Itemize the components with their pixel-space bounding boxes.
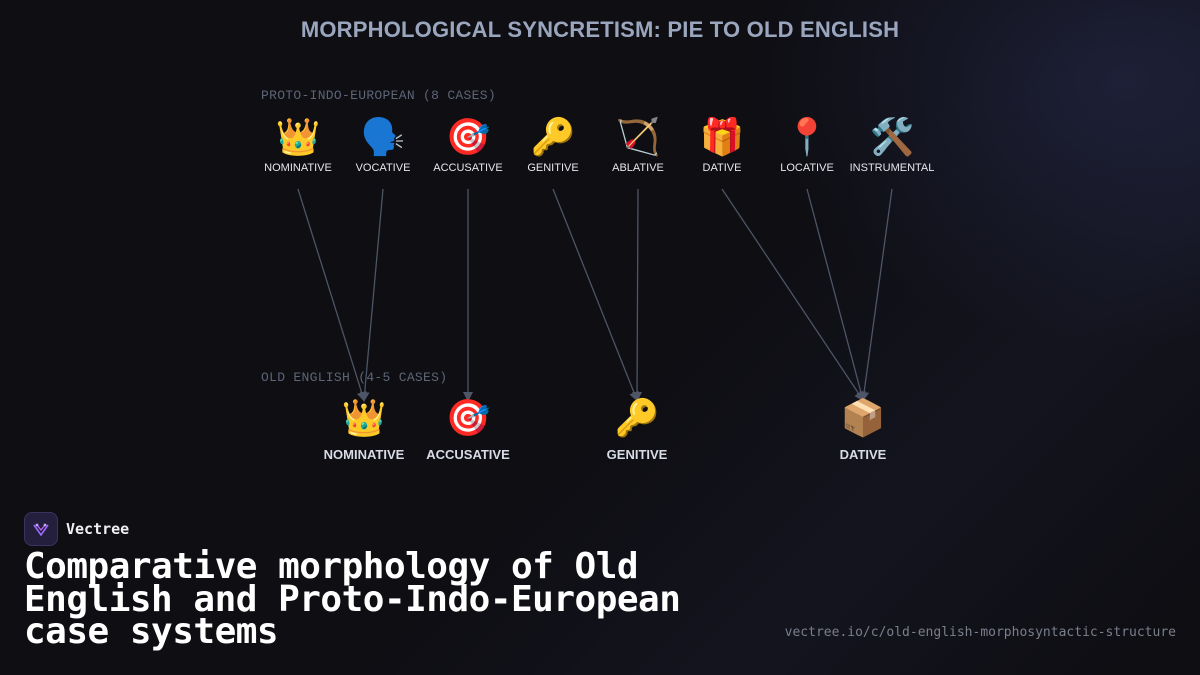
key-icon: 🔑 [530,117,576,158]
link-nominative-to-nominative [297,188,367,402]
brand-name: Vectree [66,520,130,538]
pie-label-locative: LOCATIVE [780,162,834,174]
crown-icon: 👑 [341,398,387,439]
pie-label-nominative: NOMINATIVE [264,162,332,174]
page-headline: Comparative morphology of Old English an… [24,546,681,652]
bow-and-arrow-icon: 🏹 [615,117,661,158]
oe-node-nominative: 👑 NOMINATIVE [304,397,424,462]
link-vocative-to-nominative [359,188,384,402]
brand: Vectree [24,512,129,546]
oe-label-nominative: NOMINATIVE [323,447,405,462]
oe-node-genitive: 🔑 GENITIVE [577,397,697,462]
pie-label-vocative: VOCATIVE [355,162,411,174]
pie-label-instrumental: INSTRUMENTAL [849,162,935,174]
pie-node-nominative: 👑 NOMINATIVE [238,116,358,174]
link-locative-to-dative [806,188,866,402]
link-dative-to-dative [721,188,865,402]
package-icon: 📦 [840,398,886,439]
source-url[interactable]: vectree.io/c/old-english-morphosyntactic… [784,625,1176,640]
pie-label-genitive: GENITIVE [527,162,579,174]
target-icon: 🎯 [445,117,491,158]
pie-node-ablative: 🏹 ABLATIVE [578,116,698,174]
pie-label-dative: DATIVE [702,162,742,174]
pie-node-vocative: 🗣️ VOCATIVE [323,116,443,174]
pie-group-label: PROTO-INDO-EUROPEAN (8 CASES) [261,88,496,103]
oe-label-accusative: ACCUSATIVE [426,447,510,462]
oe-label-genitive: GENITIVE [606,447,668,462]
oe-group-label: OLD ENGLISH (4-5 CASES) [261,370,448,385]
oe-label-dative: DATIVE [839,447,887,462]
pie-label-ablative: ABLATIVE [612,162,664,174]
tools-icon: 🛠️ [869,117,915,158]
speaking-head-icon: 🗣️ [360,117,406,158]
pie-node-instrumental: 🛠️ INSTRUMENTAL [832,116,952,174]
link-genitive-to-genitive [552,188,639,402]
key-icon: 🔑 [614,398,660,439]
vectree-logo-icon [24,512,58,546]
link-instrumental-to-dative [859,188,893,402]
pin-icon: 📍 [784,117,830,158]
crown-icon: 👑 [275,117,321,158]
target-icon: 🎯 [445,398,491,439]
gift-icon: 🎁 [699,117,745,158]
oe-node-dative: 📦 DATIVE [803,397,923,462]
oe-node-accusative: 🎯 ACCUSATIVE [408,397,528,462]
pie-label-accusative: ACCUSATIVE [433,162,503,174]
pie-node-accusative: 🎯 ACCUSATIVE [408,116,528,174]
pie-node-dative: 🎁 DATIVE [662,116,782,174]
diagram-title: MORPHOLOGICAL SYNCRETISM: PIE TO OLD ENG… [300,17,900,42]
pie-node-locative: 📍 LOCATIVE [747,116,867,174]
link-ablative-to-genitive [632,188,643,402]
pie-node-genitive: 🔑 GENITIVE [493,116,613,174]
